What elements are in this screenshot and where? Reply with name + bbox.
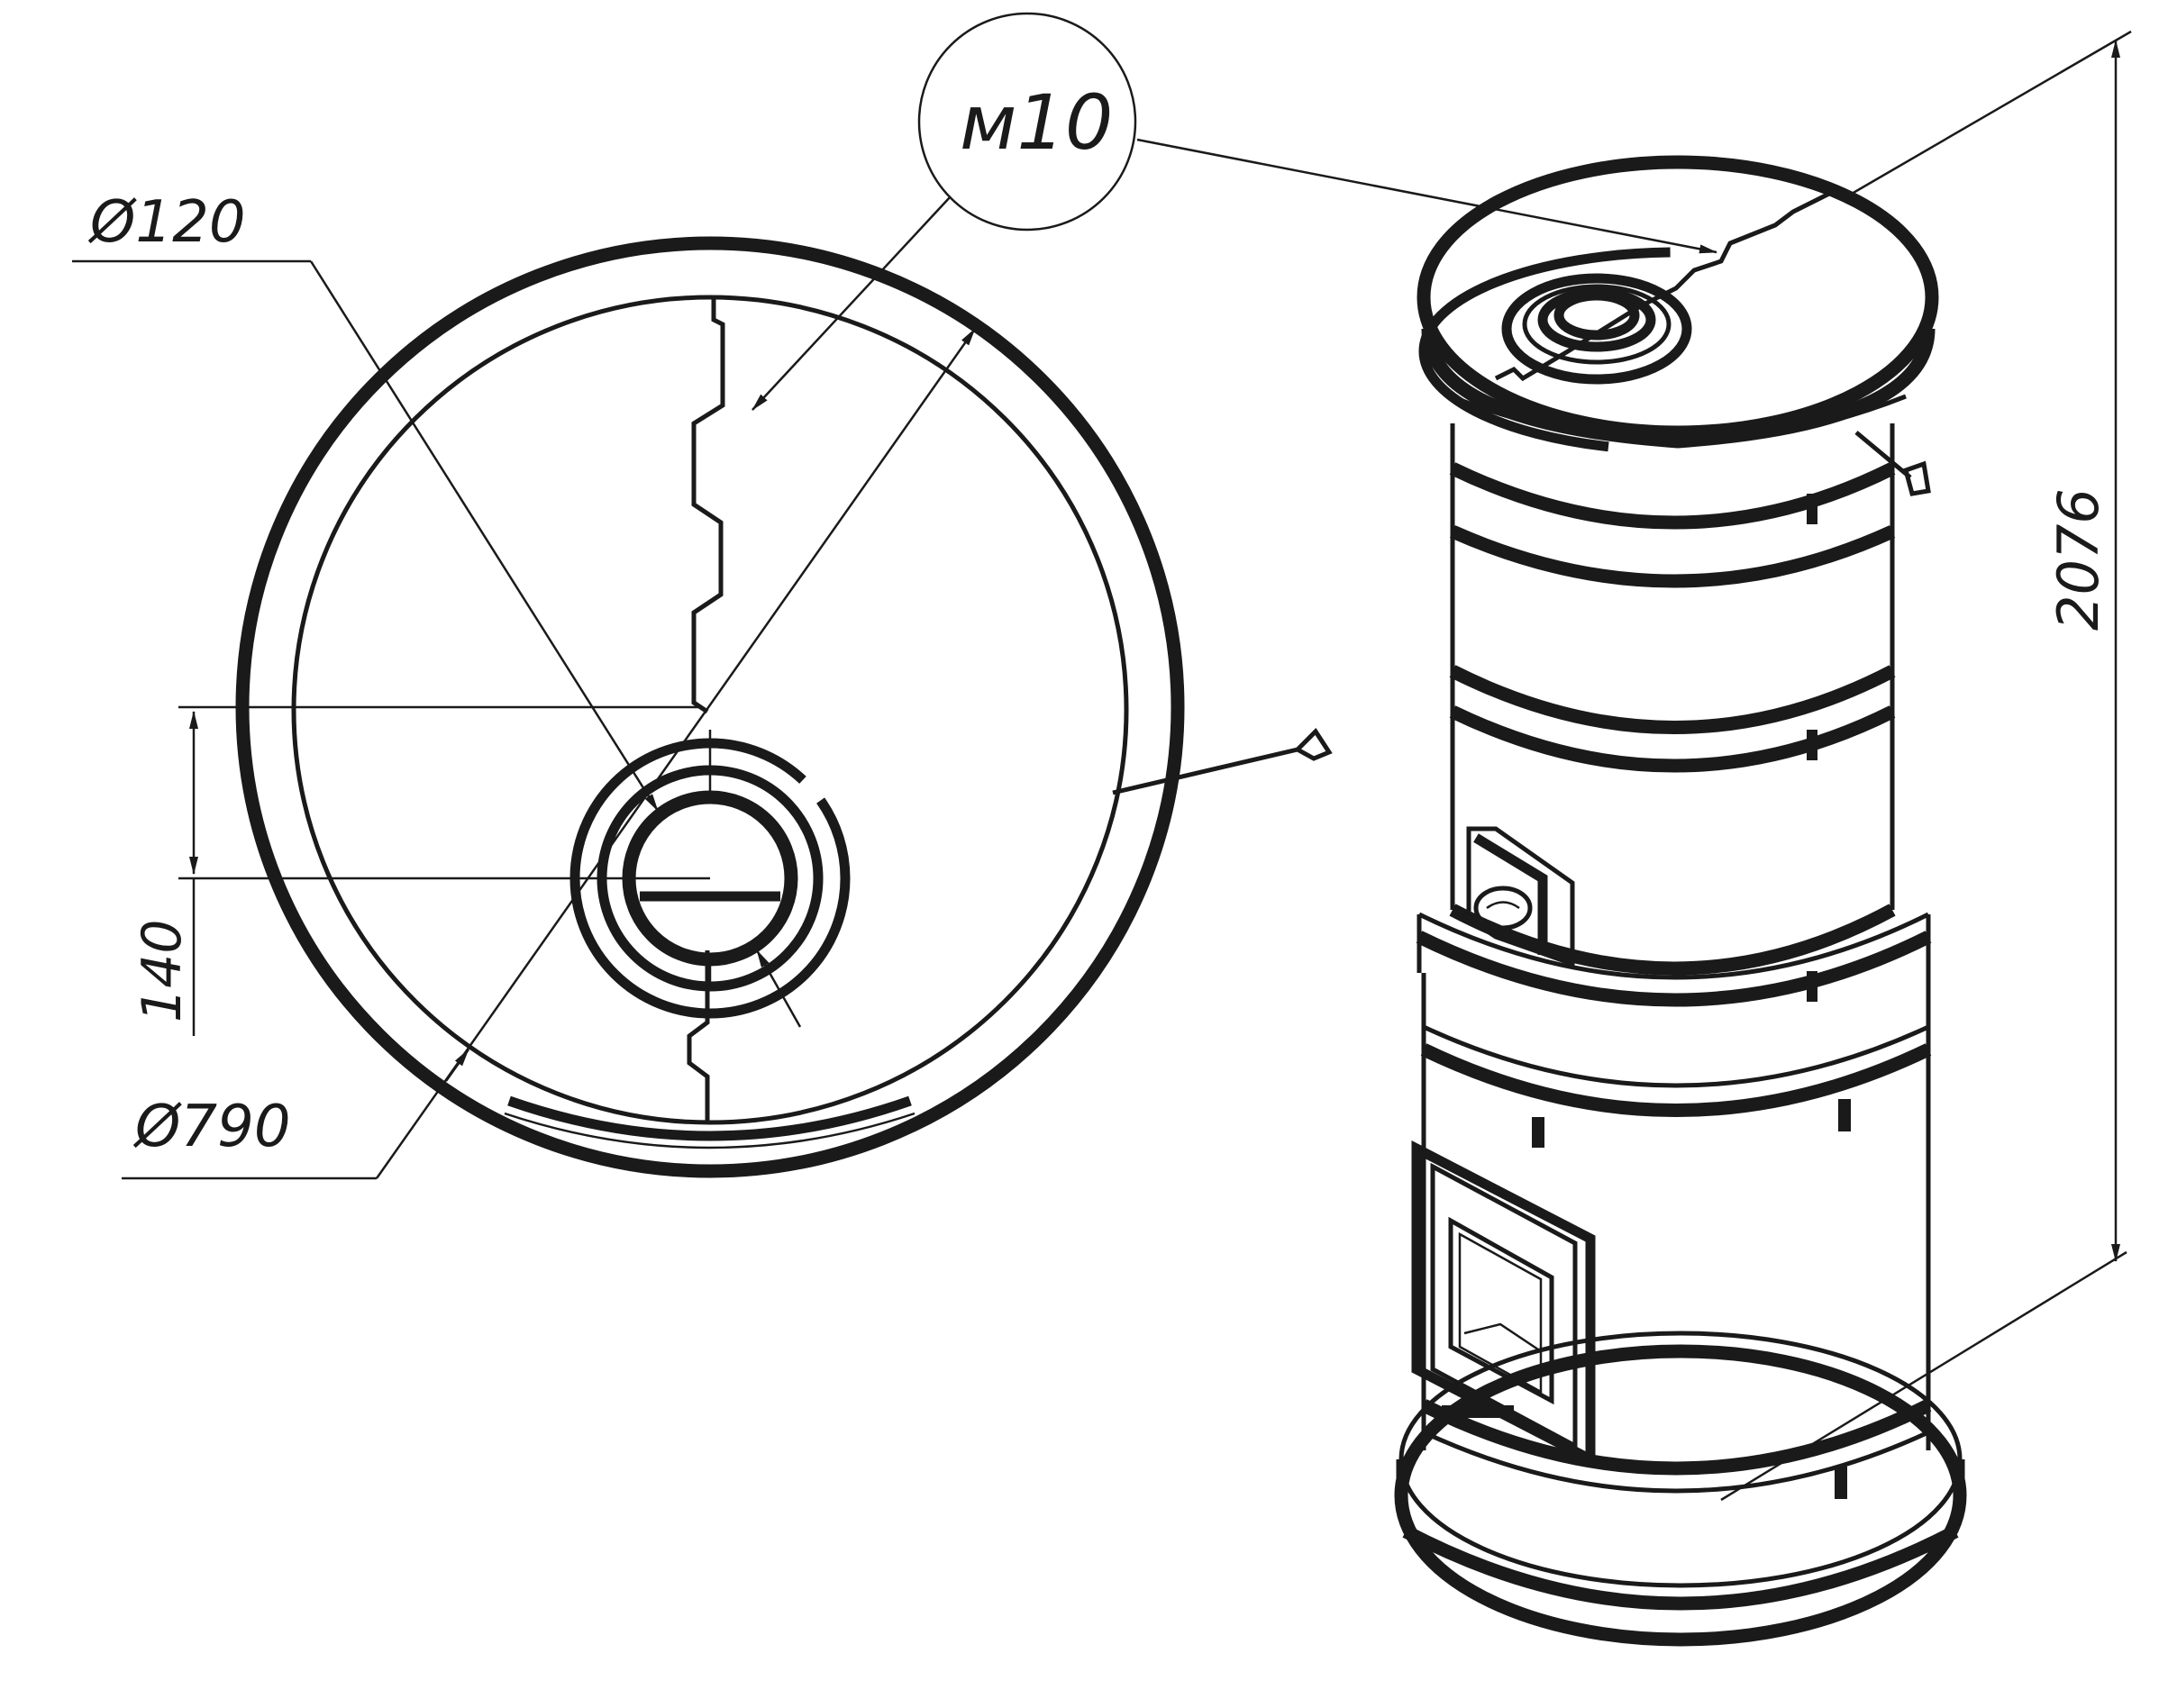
dim-body: Ø790 <box>122 328 977 1180</box>
mid-transition <box>1416 912 1932 1007</box>
callout: м10 <box>752 12 1717 411</box>
upper-door <box>1466 826 1575 968</box>
top-cap <box>1417 155 1939 456</box>
smoke-channel-top <box>691 297 725 714</box>
front-plate-edge <box>504 1112 916 1149</box>
base-plinth <box>1394 1331 1967 1647</box>
side-handle <box>1112 728 1333 795</box>
isometric-view: 2076 <box>1394 30 2132 1647</box>
callout-label: м10 <box>960 78 1113 167</box>
upper-body <box>1449 423 1896 1002</box>
dim-body-label: Ø790 <box>132 1094 291 1160</box>
dim-pipe-label: Ø120 <box>87 189 246 256</box>
dim-pipe: Ø120 <box>72 189 802 1028</box>
callout-bubble <box>917 12 1137 232</box>
firebox-door <box>1411 1117 1596 1468</box>
front-plate <box>507 1095 912 1141</box>
top-smoke-channel <box>1494 186 1840 382</box>
smoke-channel-bottom <box>687 950 710 1122</box>
plan-view: Ø120 Ø790 140 м10 <box>72 12 1717 1180</box>
dim-height-label: 2076 <box>2045 488 2111 631</box>
iso-side-handle <box>1854 431 1931 496</box>
dim-height: 2076 <box>1720 30 2132 1502</box>
dim-offset: 140 <box>131 705 710 1036</box>
inner-rim <box>291 295 1129 1125</box>
flue-collar <box>569 730 851 1019</box>
dim-offset-label: 140 <box>131 919 194 1022</box>
